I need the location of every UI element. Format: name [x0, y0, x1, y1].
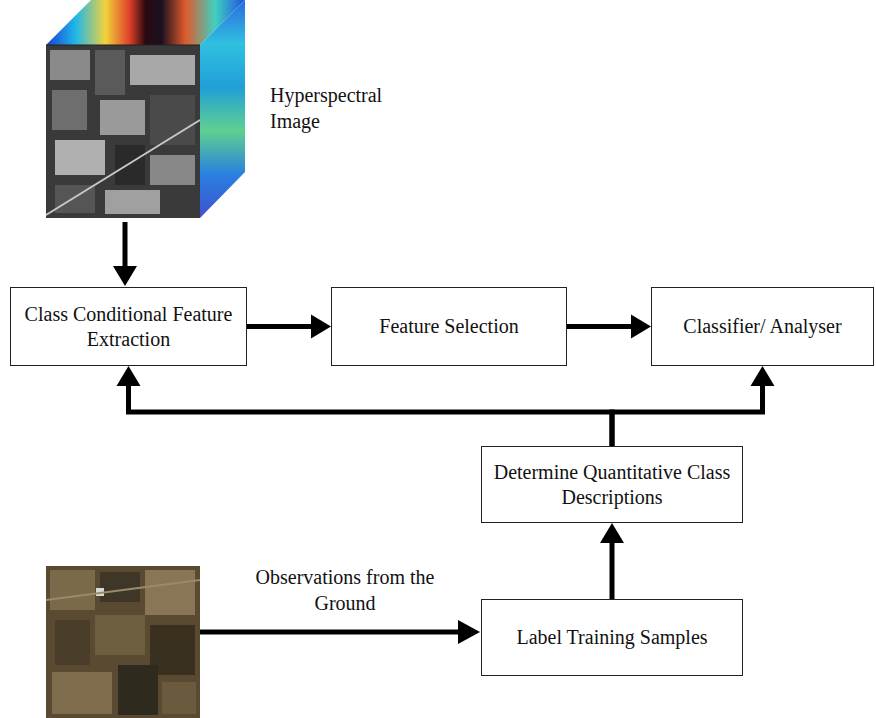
cube-arrow	[113, 222, 137, 286]
box-text: Determine Quantitative Class Description…	[492, 460, 732, 510]
flow-arrow	[567, 315, 651, 339]
ground-arrow	[200, 620, 480, 644]
process-box: Label Training Samples	[481, 599, 743, 676]
box-text: Class Conditional Feature Extraction	[21, 302, 236, 352]
process-box: Determine Quantitative Class Description…	[481, 446, 743, 523]
box-text: Feature Selection	[379, 314, 518, 339]
flow-arrow	[600, 523, 624, 599]
process-box: Classifier/ Analyser	[651, 287, 874, 366]
flow-arrow	[612, 366, 775, 446]
hyperspectral-cube	[46, 0, 245, 218]
process-box: Class Conditional Feature Extraction	[10, 287, 247, 366]
ground-photo	[46, 566, 200, 718]
box-text: Classifier/ Analyser	[683, 314, 841, 339]
image-title: Hyperspectral Image	[270, 82, 420, 134]
process-box: Feature Selection	[331, 287, 567, 366]
flow-arrow	[247, 315, 331, 339]
arrow-label: Observations from the Ground	[235, 564, 455, 616]
flow-arrow	[117, 366, 613, 446]
box-text: Label Training Samples	[516, 625, 707, 650]
